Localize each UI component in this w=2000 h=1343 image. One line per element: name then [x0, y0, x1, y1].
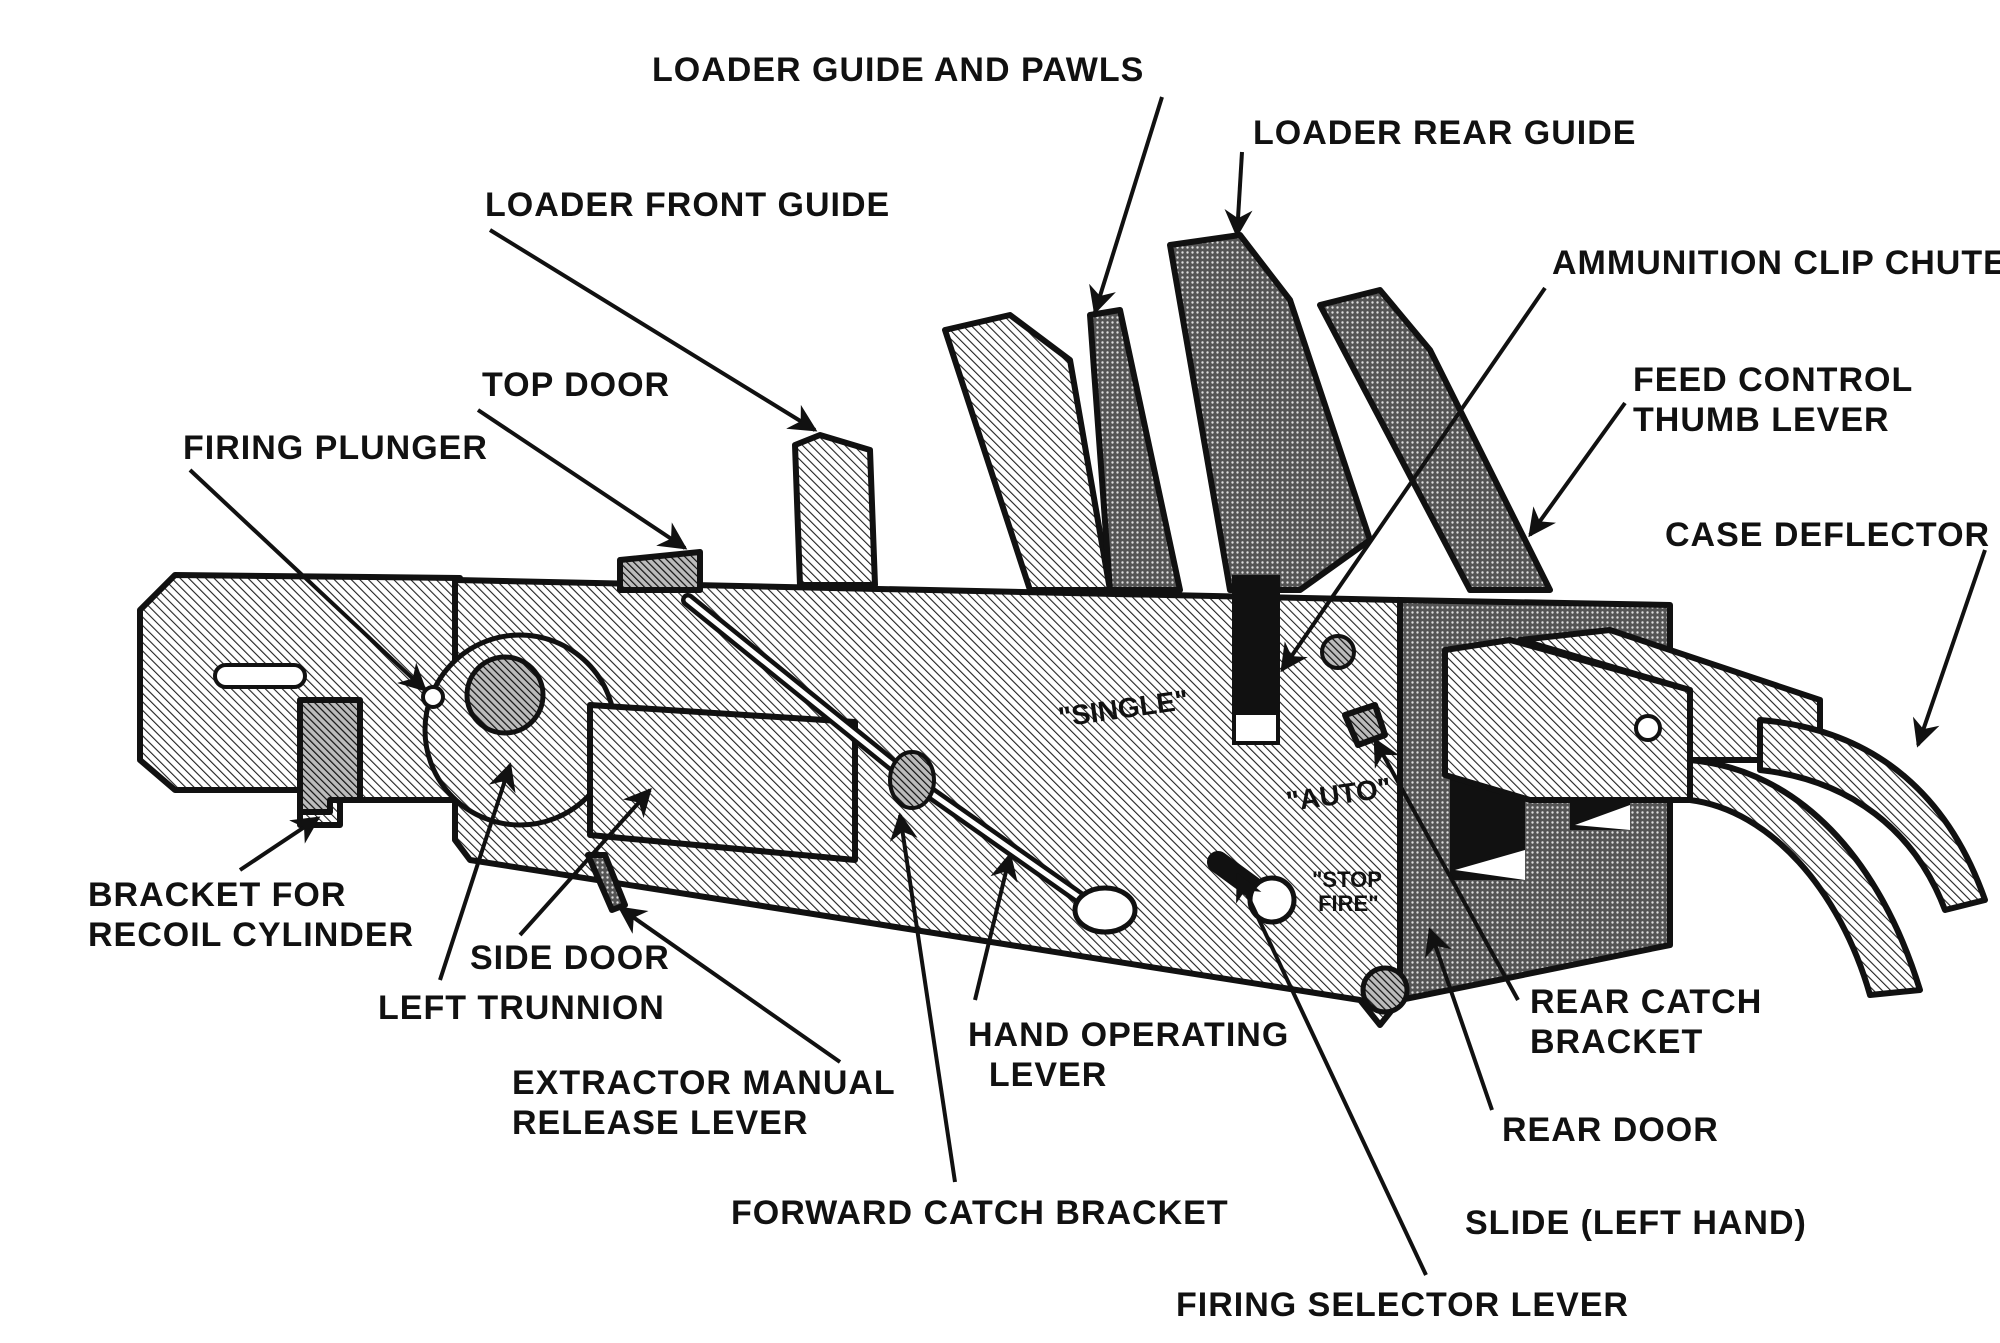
- top-door: [617, 549, 703, 593]
- label-extractor-manual-release-lever: EXTRACTOR MANUAL RELEASE LEVER: [512, 1064, 896, 1142]
- label-left-trunnion: LEFT TRUNNION: [378, 989, 665, 1027]
- leader-loader-guide-and-pawls: [1089, 96, 1164, 315]
- trunnion-hub: [464, 654, 546, 736]
- label-firing-selector-lever: FIRING SELECTOR LEVER: [1176, 1286, 1629, 1324]
- rear-window-2-wedge: [1575, 805, 1630, 830]
- leader-rear-catch-bracket: [1373, 737, 1520, 1001]
- leader-lines: [188, 96, 1987, 1276]
- label-slide-left-hand: SLIDE (LEFT HAND): [1465, 1204, 1807, 1242]
- forward-catch-bracket: [888, 750, 936, 810]
- bracket-nut: [1634, 714, 1662, 742]
- leader-loader-front-guide: [488, 228, 818, 432]
- recoil-cylinder-bracket: [297, 697, 363, 815]
- label-side-door: SIDE DOOR: [470, 939, 670, 977]
- leader-ammunition-clip-chute: [1280, 286, 1547, 673]
- label-loader-rear-guide: LOADER REAR GUIDE: [1253, 114, 1637, 152]
- leader-side-door: [518, 787, 652, 937]
- firing-plunger-tip: [421, 685, 445, 709]
- loader-rear-guide-plate: [1167, 232, 1373, 593]
- label-bracket-for-recoil-cylinder: BRACKET FOR RECOIL CYLINDER: [88, 876, 415, 954]
- loader-front-guide-plate: [792, 432, 878, 588]
- leader-hand-operating-lever: [973, 852, 1018, 1001]
- label-rear-catch-bracket: REAR CATCH BRACKET: [1530, 983, 1763, 1061]
- leader-top-door: [476, 408, 688, 550]
- chute-plate: [1317, 287, 1553, 593]
- side-door: [587, 702, 858, 863]
- lever-handle-end: [1072, 885, 1138, 935]
- housing-slot: [213, 663, 307, 689]
- feed-control-knob: [1320, 634, 1356, 670]
- label-rear-door: REAR DOOR: [1502, 1111, 1719, 1149]
- mechanism-drawing: [137, 232, 1988, 1028]
- leader-firing-selector-lever: [1236, 872, 1428, 1276]
- leader-forward-catch-bracket: [889, 812, 957, 1183]
- rear-corner-roller: [1360, 965, 1410, 1015]
- leader-firing-plunger: [188, 468, 428, 692]
- label-ammunition-clip-chute: AMMUNITION CLIP CHUTE: [1552, 244, 2000, 282]
- label-feed-control-thumb-lever: FEED CONTROL THUMB LEVER: [1633, 361, 1914, 439]
- loader-guide-plate: [942, 312, 1113, 593]
- label-case-deflector: CASE DEFLECTOR: [1665, 516, 1991, 554]
- leader-bracket-for-recoil-cylinder: [238, 816, 321, 872]
- clip-chute-slot-base: [1236, 715, 1276, 741]
- leader-extractor-manual-release-lever: [617, 906, 842, 1064]
- leader-feed-control-thumb-lever: [1528, 401, 1627, 538]
- label-loader-front-guide: LOADER FRONT GUIDE: [485, 186, 891, 224]
- leader-rear-door: [1424, 927, 1494, 1111]
- case-deflector-tube-lower: [1687, 757, 1923, 998]
- feed-control-thumb-lever: [1342, 702, 1388, 748]
- case-deflector-tube-upper: [1757, 717, 1988, 913]
- leader-left-trunnion: [438, 762, 516, 981]
- leader-loader-rear-guide: [1224, 151, 1253, 238]
- label-hand-operating-lever: HAND OPERATING LEVER: [968, 1016, 1290, 1094]
- label-top-door: TOP DOOR: [482, 366, 671, 404]
- label-forward-catch-bracket: FORWARD CATCH BRACKET: [731, 1194, 1229, 1232]
- extractor-lever: [585, 852, 628, 913]
- leader-case-deflector: [1912, 549, 1987, 748]
- label-firing-plunger: FIRING PLUNGER: [183, 429, 488, 467]
- marking-stop-fire: "STOP FIRE": [1312, 867, 1382, 916]
- label-loader-guide-and-pawls: LOADER GUIDE AND PAWLS: [652, 51, 1145, 89]
- rear-window-1-wedge: [1455, 850, 1525, 880]
